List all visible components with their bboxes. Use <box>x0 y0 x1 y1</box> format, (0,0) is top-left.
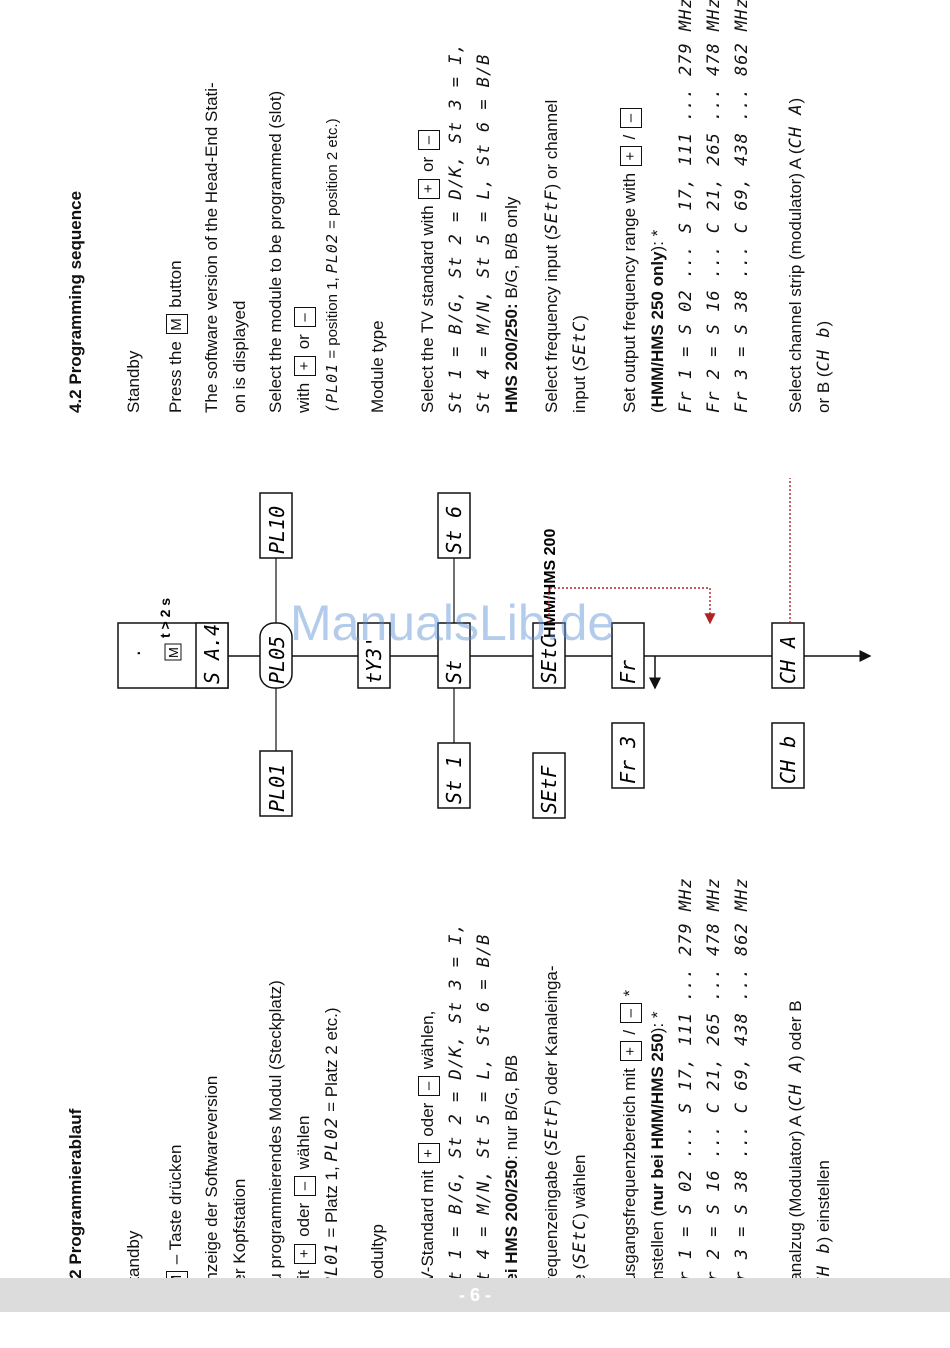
st6-text: St 6 <box>442 506 466 554</box>
standby-dot: . <box>125 648 144 658</box>
footer-bar: - 6 - <box>0 1278 950 1312</box>
pl01-text: PL01 <box>265 764 289 812</box>
chb-text: CH b <box>776 736 800 784</box>
fr3-display <box>611 722 645 789</box>
m-button-label: M <box>166 647 181 658</box>
version-text: S A.4 <box>200 624 224 684</box>
red-dotted-path <box>548 587 716 625</box>
st1-text: St 1 <box>442 756 466 804</box>
watermark: ManualsLib.de <box>290 595 616 651</box>
type-text: tY3' <box>362 636 386 684</box>
m-button-icon <box>164 643 182 661</box>
pl05-text: PL05 <box>265 636 289 684</box>
setf-text: SEtF <box>537 765 561 814</box>
fr3-text: Fr 3 <box>616 736 640 784</box>
chb-display <box>771 722 805 789</box>
st-text: St <box>442 660 466 684</box>
fr-text: Fr <box>616 660 640 684</box>
setc-text: SEtC <box>537 636 561 684</box>
setf-display <box>532 752 566 819</box>
pl10-text: PL10 <box>265 506 289 554</box>
cha-text: CH A <box>776 636 800 684</box>
page-number: - 6 - <box>458 1285 491 1305</box>
timer-label: t > 2 s <box>157 598 173 638</box>
hmm-hms-label: HMM/HMS 200 <box>542 529 559 638</box>
